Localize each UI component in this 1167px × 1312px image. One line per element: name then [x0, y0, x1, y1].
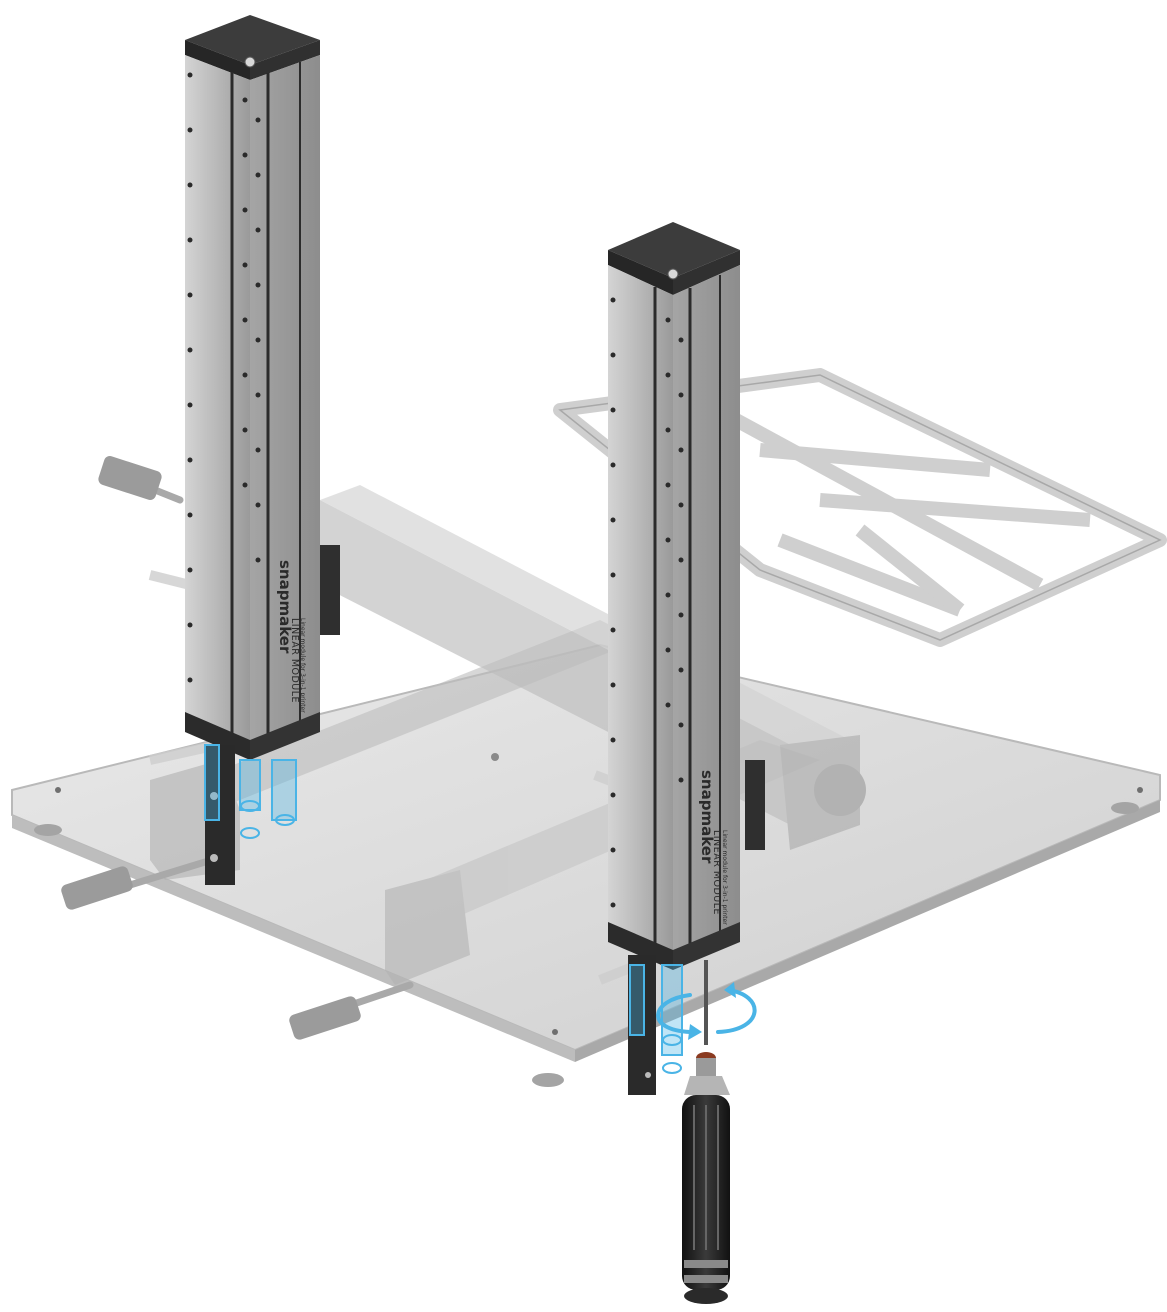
module-subtext-right: Linear module for 3-in-1 printer — [721, 830, 728, 925]
module-top-cap-left — [185, 15, 320, 65]
module-subtext-left: Linear module for 3-in-1 printer — [299, 618, 306, 713]
linear-module-left: snapmaker LINEAR MODULE Linear module fo… — [185, 15, 320, 885]
module-label-left: LINEAR MODULE — [289, 618, 300, 703]
module-top-cap-right — [608, 222, 740, 278]
screw-highlight-right — [629, 964, 683, 1074]
linear-module-right: snapmaker LINEAR MODULE Linear module fo… — [608, 222, 740, 1095]
cable-plugs — [61, 456, 361, 1040]
module-brand-left: snapmaker — [276, 560, 294, 654]
screw-highlight-left — [204, 744, 297, 839]
screwdriver-icon — [682, 960, 730, 1304]
rotation-arrow-icon — [656, 982, 757, 1040]
module-brand-right: snapmaker — [698, 770, 716, 864]
module-label-right: LINEAR MODULE — [711, 830, 722, 915]
connector-block — [320, 545, 765, 850]
